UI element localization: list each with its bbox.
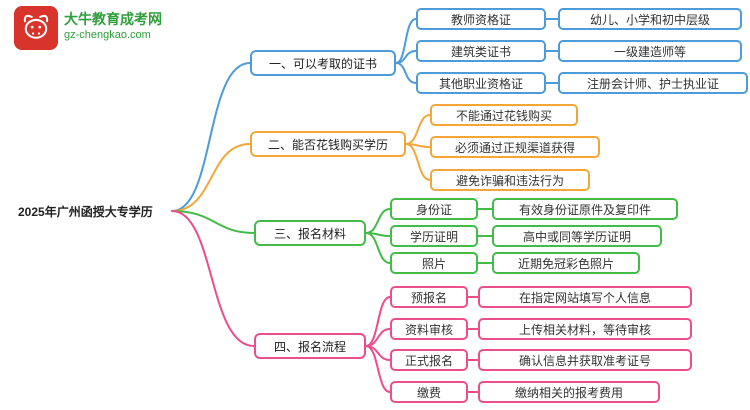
child-key-node: 身份证 bbox=[390, 198, 478, 220]
logo-bull-icon bbox=[14, 6, 58, 50]
child-key-node: 资料审核 bbox=[390, 318, 468, 340]
child-value-node: 一级建造师等 bbox=[558, 40, 742, 62]
child-value-node: 幼儿、小学和初中层级 bbox=[558, 8, 742, 30]
child-key-node: 学历证明 bbox=[390, 225, 478, 247]
child-key-node: 正式报名 bbox=[390, 349, 468, 371]
child-key-node: 建筑类证书 bbox=[416, 40, 546, 62]
child-value-node: 注册会计师、护士执业证 bbox=[558, 72, 748, 94]
site-url: gz-chengkao.com bbox=[64, 29, 151, 41]
child-key-node: 必须通过正规渠道获得 bbox=[430, 136, 600, 158]
child-key-node: 预报名 bbox=[390, 286, 468, 308]
branch-node-materials: 三、报名材料 bbox=[254, 220, 366, 246]
child-key-node: 不能通过花钱购买 bbox=[430, 104, 578, 126]
child-key-node: 教师资格证 bbox=[416, 8, 546, 30]
child-value-node: 高中或同等学历证明 bbox=[492, 225, 662, 247]
branch-node-certificates: 一、可以考取的证书 bbox=[250, 50, 396, 76]
child-value-node: 有效身份证原件及复印件 bbox=[492, 198, 678, 220]
branch-node-buy-degree: 二、能否花钱购买学历 bbox=[250, 131, 406, 157]
child-value-node: 上传相关材料，等待审核 bbox=[478, 318, 692, 340]
child-value-node: 在指定网站填写个人信息 bbox=[478, 286, 692, 308]
child-key-node: 缴费 bbox=[390, 381, 468, 403]
child-key-node: 避免诈骗和违法行为 bbox=[430, 169, 590, 191]
child-key-node: 照片 bbox=[390, 252, 478, 274]
site-logo[interactable]: 大牛教育成考网 gz-chengkao.com bbox=[14, 6, 162, 50]
root-node: 2025年广州函授大专学历 bbox=[18, 205, 153, 219]
child-value-node: 确认信息并获取准考证号 bbox=[478, 349, 692, 371]
site-name: 大牛教育成考网 bbox=[64, 11, 162, 27]
child-value-node: 缴纳相关的报考费用 bbox=[478, 381, 660, 403]
child-value-node: 近期免冠彩色照片 bbox=[492, 252, 640, 274]
branch-node-process: 四、报名流程 bbox=[254, 333, 366, 359]
child-key-node: 其他职业资格证 bbox=[416, 72, 546, 94]
